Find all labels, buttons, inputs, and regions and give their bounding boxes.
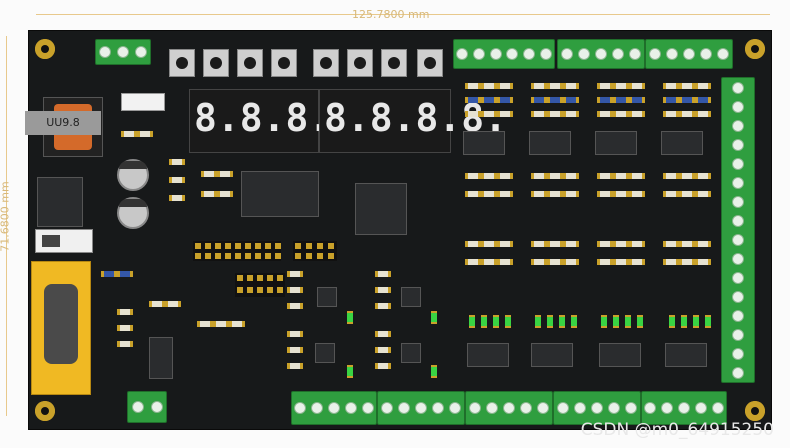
- top-dimension-label: 125.7800 mm: [352, 8, 430, 21]
- led-mid-1: [347, 311, 353, 324]
- white-connector: [121, 93, 165, 111]
- terminal-bottom-5: [641, 391, 727, 425]
- seven-segment-display-right: 8.8.8.8.: [319, 89, 507, 153]
- capacitor-2: [117, 197, 149, 229]
- ic-chip-left-bottom: [149, 337, 173, 379]
- ic-chip-mid-2: [401, 287, 421, 307]
- voltage-regulator: [37, 177, 83, 227]
- ic-chip-r3: [595, 131, 637, 155]
- pcb-board: 8.8.8.8. 8.8.8.8. UU9.8: [25, 30, 772, 430]
- led-mid-4: [431, 365, 437, 378]
- tactile-button-6[interactable]: [347, 49, 373, 77]
- tactile-button-5[interactable]: [313, 49, 339, 77]
- led-mid-3: [347, 365, 353, 378]
- db9-connector: [31, 261, 91, 395]
- ic-chip-left: [241, 171, 319, 217]
- component-label: UU9.8: [25, 111, 101, 135]
- ic-chip-b4: [665, 343, 707, 367]
- ic-chip-b1: [467, 343, 509, 367]
- mounting-hole-top-right: [745, 39, 765, 59]
- top-dimension-line: [36, 14, 770, 15]
- pin-header-3: [235, 273, 285, 297]
- pin-header-1: [193, 241, 281, 261]
- ic-chip-r1: [463, 131, 505, 155]
- microcontroller-qfp: [355, 183, 407, 235]
- tactile-button-7[interactable]: [381, 49, 407, 77]
- left-dimension-line: [6, 36, 7, 416]
- ic-chip-mid-3: [315, 343, 335, 363]
- slide-switch[interactable]: [35, 229, 93, 253]
- ic-chip-b3: [599, 343, 641, 367]
- capacitor-1: [117, 159, 149, 191]
- terminal-right: [721, 77, 755, 383]
- ic-chip-r2: [529, 131, 571, 155]
- ic-chip-r4: [661, 131, 703, 155]
- tactile-button-2[interactable]: [203, 49, 229, 77]
- terminal-top-1: [453, 39, 555, 69]
- terminal-bottom-1: [291, 391, 377, 425]
- led-mid-2: [431, 311, 437, 324]
- pin-header-2: [293, 241, 337, 261]
- terminal-bottom-3: [465, 391, 553, 425]
- ic-chip-mid-4: [401, 343, 421, 363]
- tactile-button-4[interactable]: [271, 49, 297, 77]
- tactile-button-8[interactable]: [417, 49, 443, 77]
- terminal-bottom-4: [553, 391, 641, 425]
- terminal-bottom-2: [377, 391, 465, 425]
- seven-segment-display-left: 8.8.8.8.: [189, 89, 377, 153]
- left-dimension-label: 71.6800 mm: [0, 181, 12, 252]
- mounting-hole-bottom-left: [35, 401, 55, 421]
- mounting-hole-bottom-right: [745, 401, 765, 421]
- tactile-button-3[interactable]: [237, 49, 263, 77]
- terminal-top-2: [557, 39, 645, 69]
- ic-chip-b2: [531, 343, 573, 367]
- terminal-top-3: [645, 39, 733, 69]
- watermark: CSDN @m0_64915250: [580, 420, 774, 440]
- terminal-bottom-left: [127, 391, 167, 423]
- tactile-button-1[interactable]: [169, 49, 195, 77]
- ic-chip-mid-1: [317, 287, 337, 307]
- terminal-top-left: [95, 39, 151, 65]
- mounting-hole-top-left: [35, 39, 55, 59]
